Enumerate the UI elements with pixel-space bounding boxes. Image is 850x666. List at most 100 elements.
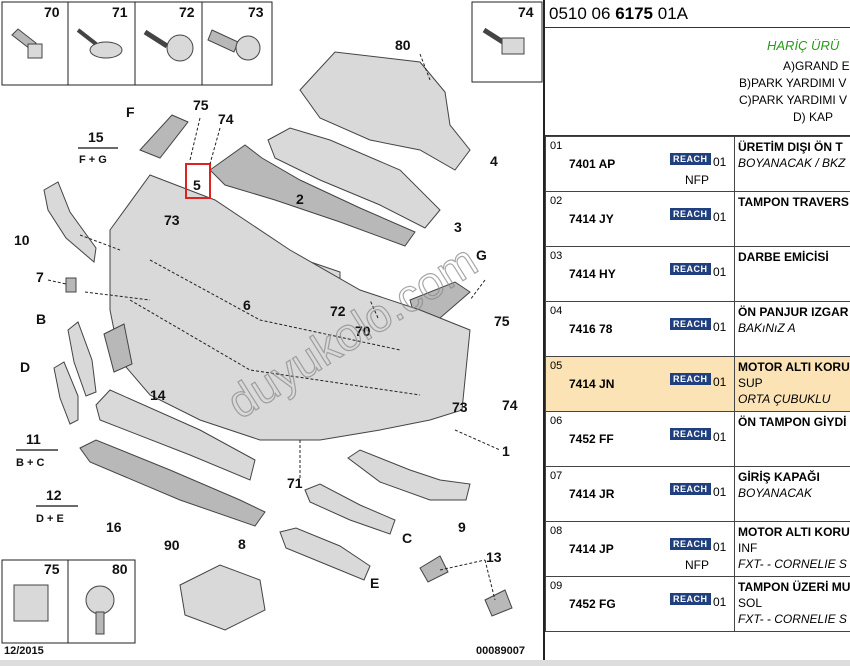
description-title: ÖN TAMPON GİYDİ bbox=[738, 415, 847, 429]
part-reference[interactable]: 7416 78 bbox=[569, 322, 613, 336]
reach-badge: REACH bbox=[670, 318, 711, 330]
callout-2: 2 bbox=[296, 191, 304, 207]
description-line-2: BAKıNıZ A bbox=[738, 321, 796, 335]
row-index: 04 bbox=[550, 305, 563, 317]
callout-14: 14 bbox=[150, 387, 166, 403]
callout-b: B bbox=[36, 311, 46, 327]
exclusion-title: HARİÇ ÜRÜ bbox=[767, 38, 840, 53]
callout-g: G bbox=[476, 247, 487, 263]
callout-c: C bbox=[402, 530, 412, 546]
description-title: MOTOR ALTI KORU bbox=[738, 525, 850, 539]
callout-70: 70 bbox=[355, 323, 371, 339]
part-3-absorber[interactable] bbox=[267, 127, 441, 229]
part-9-trim[interactable] bbox=[347, 449, 471, 501]
part-reference[interactable]: 7414 JY bbox=[569, 212, 614, 226]
part-reference[interactable]: 7414 JR bbox=[569, 487, 615, 501]
part-c-grille[interactable] bbox=[304, 483, 396, 535]
part-4-air-deflector[interactable] bbox=[299, 51, 471, 171]
callout-12-sub: D + E bbox=[36, 513, 64, 525]
fastener-box-72[interactable]: 72 bbox=[134, 1, 203, 86]
fastener-box-80[interactable]: 80 bbox=[67, 559, 136, 644]
part-reference[interactable]: 7414 HY bbox=[569, 267, 616, 281]
quantity: 01 bbox=[713, 320, 727, 334]
quantity: 01 bbox=[713, 485, 727, 499]
callout-5[interactable]: 5 bbox=[193, 177, 201, 193]
part-d-strip[interactable] bbox=[53, 361, 79, 425]
part-13-clips[interactable] bbox=[419, 555, 513, 617]
exclusion-option-a: A)GRAND E bbox=[783, 59, 850, 73]
quantity: 01 bbox=[713, 595, 727, 609]
footer-code: 00089007 bbox=[476, 645, 525, 657]
header-bold: 6175 bbox=[615, 4, 654, 23]
row-index: 08 bbox=[550, 525, 563, 537]
part-reference[interactable]: 7414 JN bbox=[569, 377, 615, 391]
fastener-box-73[interactable]: 73 bbox=[201, 1, 273, 86]
parts-diagram: 70 71 72 73 74 75 80 bbox=[0, 0, 545, 666]
part-f-bracket[interactable] bbox=[139, 114, 189, 159]
callout-d: D bbox=[20, 359, 30, 375]
fastener-box-74[interactable]: 74 bbox=[471, 1, 543, 83]
highlight-part-5[interactable] bbox=[185, 163, 211, 199]
exclusion-option-b: B)PARK YARDIMI V bbox=[739, 76, 847, 90]
part-8-bar[interactable] bbox=[79, 439, 266, 527]
horizontal-scrollbar[interactable] bbox=[0, 660, 850, 666]
fastener-box-75[interactable]: 75 bbox=[1, 559, 69, 644]
part-e-grille[interactable] bbox=[279, 527, 371, 581]
callout-90: 90 bbox=[164, 537, 180, 553]
reach-badge: REACH bbox=[670, 538, 711, 550]
part-1-bumper[interactable] bbox=[109, 174, 471, 441]
parts-list-panel: 0510 06 6175 01A HARİÇ ÜRÜ A)GRAND E B)P… bbox=[545, 0, 850, 666]
description-title: TAMPON ÜZERİ MU bbox=[738, 580, 850, 594]
part-16-lower-grille[interactable] bbox=[95, 389, 256, 481]
nfp-flag: NFP bbox=[685, 558, 709, 572]
part-reference[interactable]: 7452 FG bbox=[569, 597, 616, 611]
callout-9: 9 bbox=[458, 519, 466, 535]
quantity: 01 bbox=[713, 155, 727, 169]
part-14-plate[interactable] bbox=[103, 323, 133, 373]
callout-1: 1 bbox=[502, 443, 510, 459]
callout-f: F bbox=[126, 104, 135, 120]
nfp-flag: NFP bbox=[685, 173, 709, 187]
reach-badge: REACH bbox=[670, 208, 711, 220]
part-reference[interactable]: 7414 JP bbox=[569, 542, 614, 556]
part-90-kit[interactable] bbox=[179, 564, 266, 631]
fastener-box-70[interactable]: 70 bbox=[1, 1, 69, 86]
part-7-clip[interactable] bbox=[65, 277, 77, 293]
part-reference[interactable]: 7401 AP bbox=[569, 157, 616, 171]
description-line-3: FXT- - CORNELIE S bbox=[738, 557, 847, 571]
row-description-cell: ÖN TAMPON GİYDİ bbox=[734, 411, 850, 467]
description-line-2: BOYANACAK / BKZ bbox=[738, 156, 846, 170]
callout-16: 16 bbox=[106, 519, 122, 535]
row-index: 02 bbox=[550, 195, 563, 207]
reach-badge: REACH bbox=[670, 593, 711, 605]
part-b-strip[interactable] bbox=[67, 321, 97, 397]
exclusion-option-c: C)PARK YARDIMI V bbox=[739, 93, 848, 107]
part-reference[interactable]: 7452 FF bbox=[569, 432, 614, 446]
description-line-2: SUP bbox=[738, 376, 763, 390]
fastener-box-71[interactable]: 71 bbox=[67, 1, 136, 86]
description-line-3: FXT- - CORNELIE S bbox=[738, 612, 847, 626]
part-10-strip[interactable] bbox=[43, 181, 97, 263]
part-2-traverse[interactable] bbox=[209, 144, 416, 247]
